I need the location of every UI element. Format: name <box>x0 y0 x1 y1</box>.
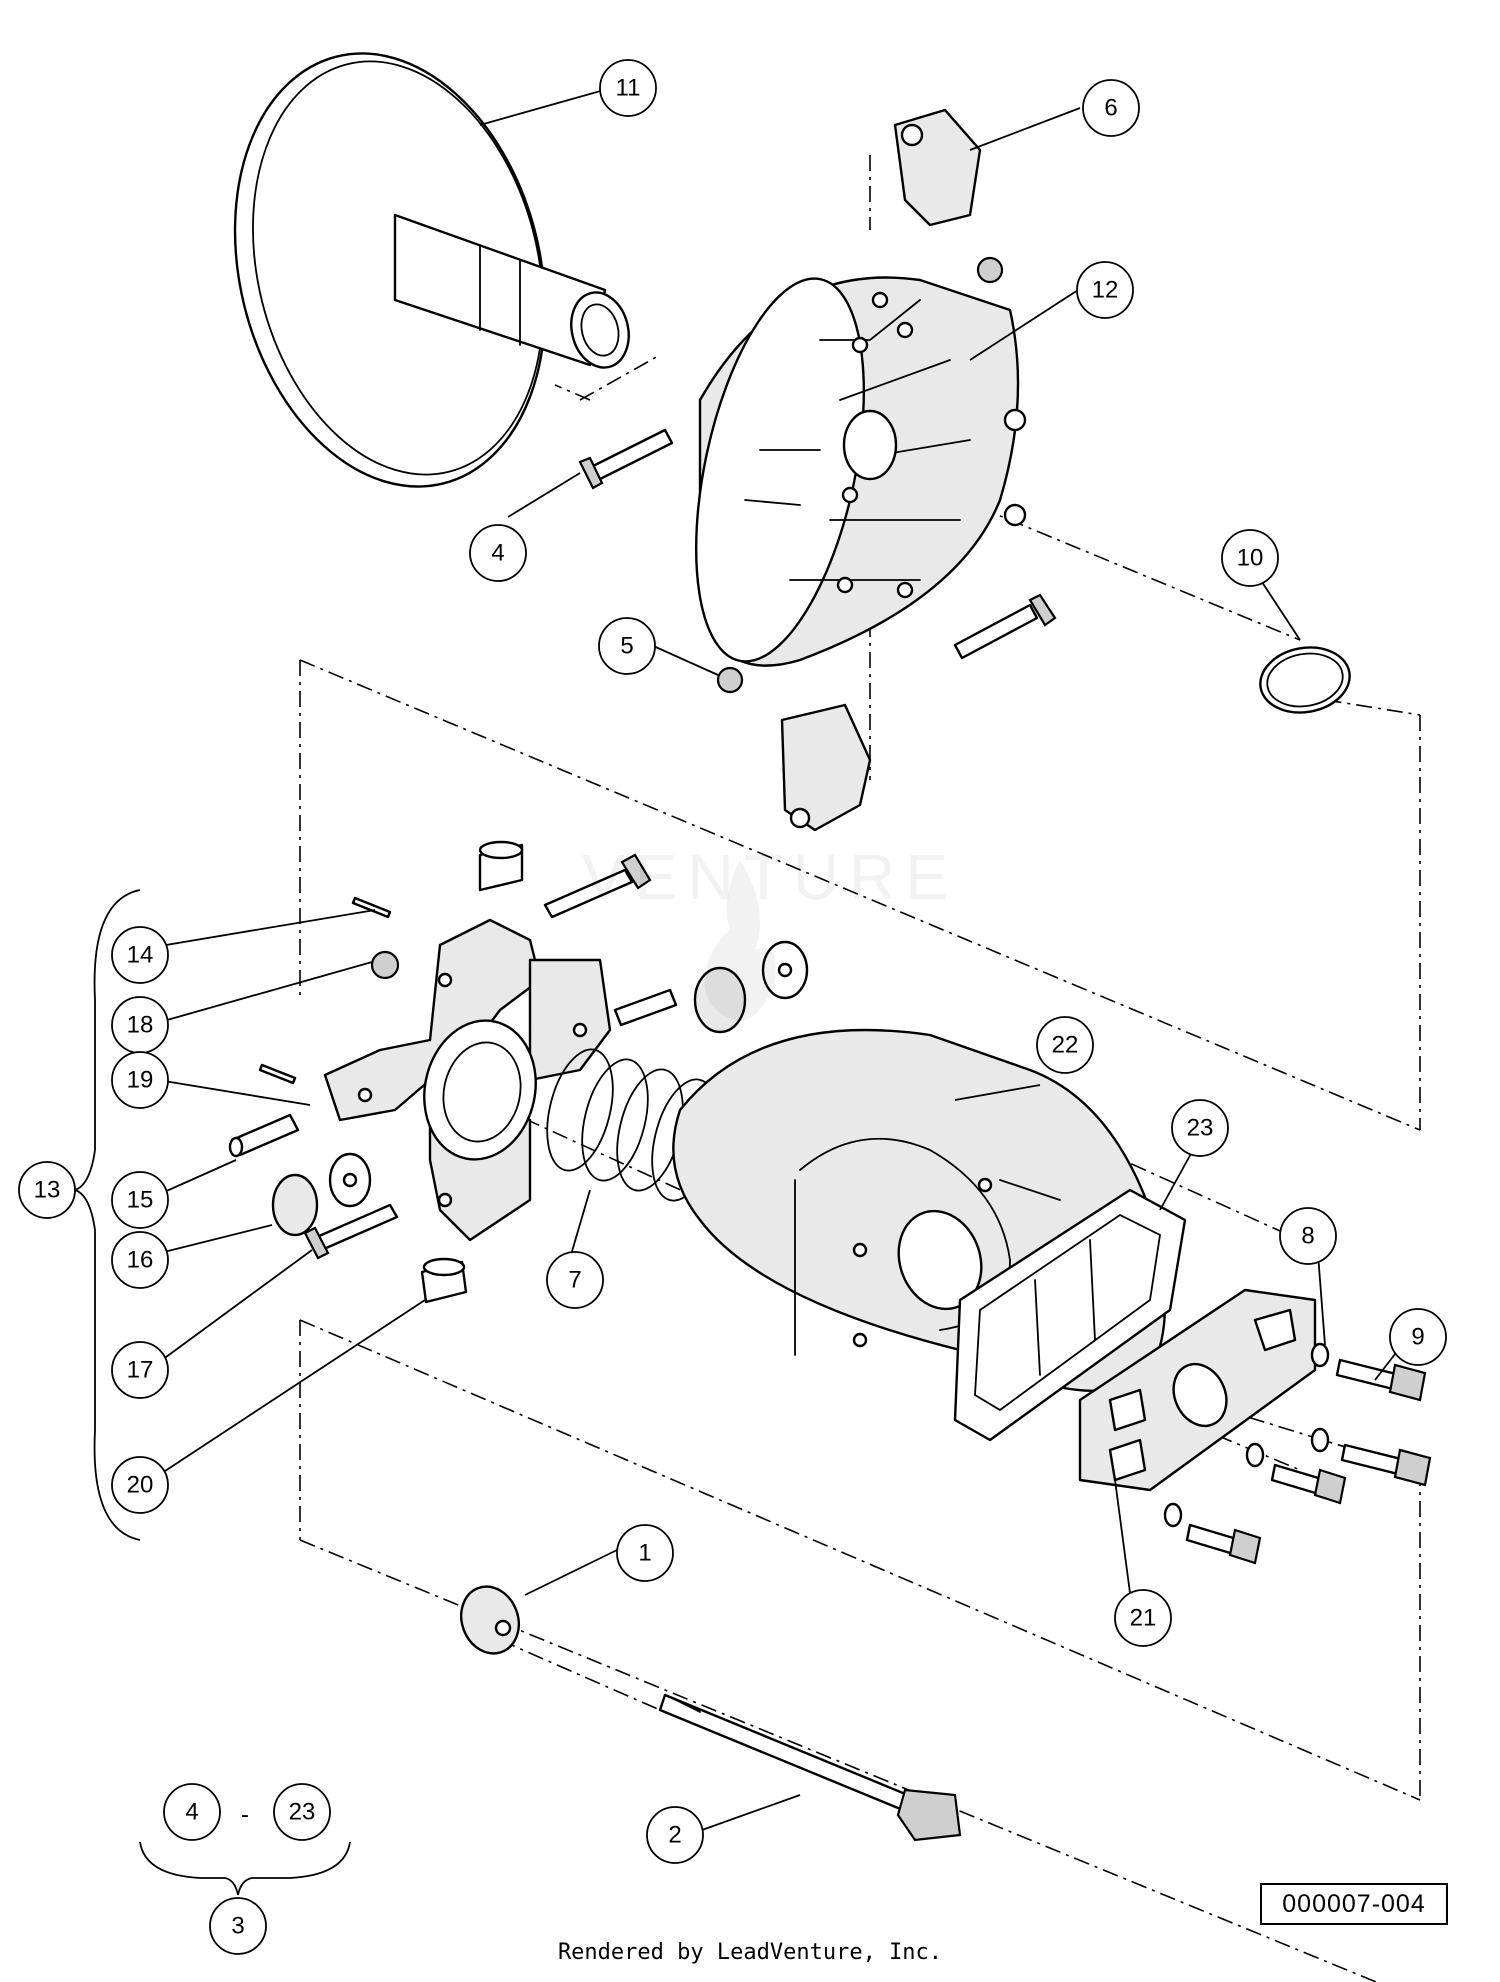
part-12-nut-top <box>976 256 1004 284</box>
callout-label: 22 <box>1052 1032 1079 1059</box>
part-19-pin <box>258 1063 297 1085</box>
callout-label: 1 <box>638 1540 651 1567</box>
callout-label: 7 <box>568 1267 581 1294</box>
callout-10: 10 <box>1221 529 1279 587</box>
callout-4: 4 <box>469 524 527 582</box>
leader-lines <box>157 89 1403 1831</box>
callout-23: 23 <box>1171 1099 1229 1157</box>
part-11-fixed-sheave <box>233 52 630 488</box>
callout-label: 6 <box>1104 95 1117 122</box>
part-6-weight-bottom <box>780 703 872 832</box>
part-4-bolt <box>578 428 674 490</box>
callout-7: 7 <box>546 1251 604 1309</box>
callout-label: 3 <box>231 1913 244 1940</box>
callout-label: 12 <box>1092 277 1119 304</box>
kit-range-end: 23 <box>289 1799 316 1826</box>
callout-label: 8 <box>1301 1223 1314 1250</box>
part-15-pin <box>228 1113 300 1158</box>
callout-19: 19 <box>111 1051 169 1109</box>
callout-6: 6 <box>1082 79 1140 137</box>
kit-range-separator: - <box>241 1802 249 1829</box>
callout-5: 5 <box>598 617 656 675</box>
part-9-bolts <box>1185 1358 1432 1565</box>
callout-label: 16 <box>127 1247 154 1274</box>
callout-label: 19 <box>127 1067 154 1094</box>
callout-label: 10 <box>1237 545 1264 572</box>
part-16-roller <box>271 1152 372 1237</box>
kit-range-start: 4 <box>185 1799 198 1826</box>
callout-14: 14 <box>111 926 169 984</box>
callout-1: 1 <box>616 1524 674 1582</box>
part-12-movable-sheave <box>694 276 1027 667</box>
drawing-number: 000007-004 <box>1260 1883 1448 1925</box>
callout-21: 21 <box>1114 1589 1172 1647</box>
callout-label: 4 <box>491 540 504 567</box>
part-16-roller-right <box>693 940 809 1034</box>
part-1-spacer <box>460 1585 520 1655</box>
part-8-washers <box>1163 1342 1330 1528</box>
callout-8: 8 <box>1279 1207 1337 1265</box>
part-5-nut <box>716 666 744 694</box>
callout-label: 11 <box>616 75 641 102</box>
callout-label: 17 <box>127 1357 154 1384</box>
callout-15: 15 <box>111 1171 169 1229</box>
callout-label: 23 <box>1187 1115 1214 1142</box>
part-10-o-ring <box>1259 646 1351 714</box>
part-14-pin <box>351 896 392 919</box>
callout-label: 20 <box>127 1472 154 1499</box>
footer-rendered-by: Rendered by LeadVenture, Inc. <box>557 1940 943 1965</box>
part-12-bolt-lower <box>953 593 1057 660</box>
callout-17: 17 <box>111 1341 169 1399</box>
callout-9: 9 <box>1389 1308 1447 1366</box>
callout-label: 21 <box>1130 1605 1157 1632</box>
part-2-long-bolt <box>658 1693 962 1842</box>
part-21-cover-plate <box>1078 1288 1317 1492</box>
callout-12: 12 <box>1076 261 1134 319</box>
part-23-gasket <box>953 1188 1187 1442</box>
callout-2: 2 <box>646 1806 704 1864</box>
callout-22: 22 <box>1036 1016 1094 1074</box>
part-13-pin-right <box>613 988 678 1027</box>
callout-20: 20 <box>111 1456 169 1514</box>
callout-label: 15 <box>127 1187 154 1214</box>
bracket-3 <box>139 1841 351 1896</box>
callout-label: 14 <box>127 942 154 969</box>
callout-label: 9 <box>1411 1324 1424 1351</box>
part-17-screw-bottom <box>303 1203 399 1260</box>
part-20-spacer-bottom <box>420 1257 468 1304</box>
part-6-weight-top <box>893 108 982 227</box>
callout-13: 13 <box>18 1161 76 1219</box>
kit-range: 4 - 23 <box>163 1783 331 1841</box>
callout-3: 3 <box>209 1897 267 1955</box>
callout-16: 16 <box>111 1231 169 1289</box>
callout-label: 2 <box>668 1822 681 1849</box>
part-17-screw-top <box>543 853 652 919</box>
callout-18: 18 <box>111 996 169 1054</box>
callout-label: 13 <box>34 1177 61 1204</box>
callout-label: 18 <box>127 1012 154 1039</box>
part-18-nut <box>370 950 400 980</box>
callout-11: 11 <box>599 59 657 117</box>
part-20-spacer-top <box>478 840 524 892</box>
callout-label: 5 <box>620 633 633 660</box>
